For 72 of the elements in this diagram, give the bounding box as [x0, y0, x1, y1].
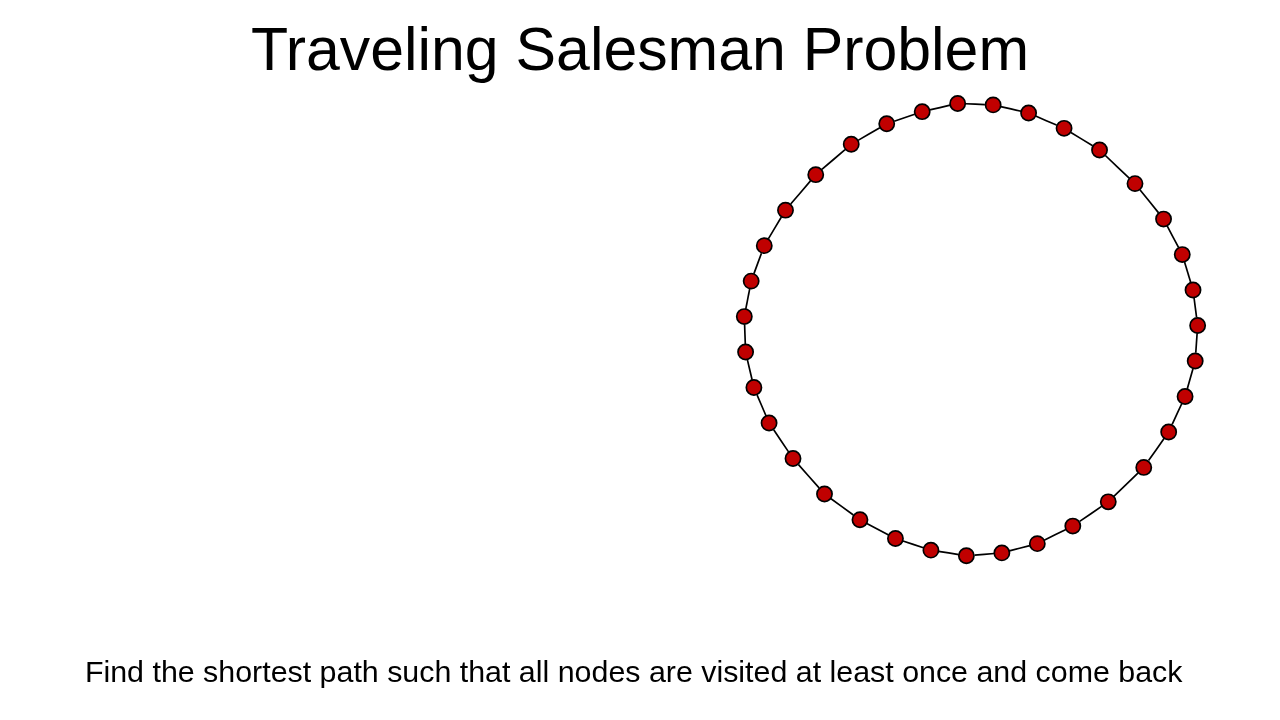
node-circle: [878, 115, 896, 133]
connector: [1043, 528, 1067, 542]
connector: [1171, 402, 1183, 426]
connector: [1070, 131, 1094, 147]
node-circle: [1184, 281, 1202, 299]
connector: [1104, 154, 1131, 180]
node-circle: [957, 547, 975, 565]
connector: [1183, 261, 1192, 284]
node-circle: [1186, 352, 1204, 370]
node-circle: [1055, 119, 1073, 137]
connector: [1008, 544, 1031, 552]
node-circle: [807, 166, 825, 184]
connector: [1193, 296, 1198, 319]
node-circle: [851, 511, 869, 529]
node-circle: [737, 343, 755, 361]
node-circle: [1173, 246, 1191, 263]
node-circle: [1028, 535, 1046, 553]
label: Find the shortest path such that all nodes are visited at least once and come back: [84, 654, 1183, 689]
connector: [928, 104, 951, 111]
node-circle: [1160, 423, 1178, 441]
node-circle: [742, 272, 760, 290]
node-circle: [1155, 210, 1172, 228]
connector: [821, 148, 846, 171]
node-circle: [816, 485, 833, 503]
diagram-title: Traveling Salesman Problem: [250, 15, 1030, 84]
connector: [999, 105, 1022, 113]
connector: [1194, 332, 1198, 354]
connector: [964, 102, 986, 106]
connector: [743, 323, 747, 346]
connector: [756, 394, 767, 417]
node-circle: [755, 237, 773, 255]
node-circle: [745, 379, 763, 396]
connector: [746, 358, 753, 381]
connector: [893, 113, 916, 123]
node-circle: [784, 450, 802, 467]
node-circle: [777, 201, 794, 219]
connector: [744, 287, 751, 310]
connector: [753, 252, 763, 275]
connector: [1112, 472, 1139, 498]
connector: [902, 540, 925, 549]
node-circle: [1064, 517, 1082, 535]
node-circle: [993, 544, 1011, 562]
connector: [1186, 367, 1194, 390]
connector: [797, 463, 820, 489]
connector: [1139, 188, 1160, 214]
connector: [789, 180, 812, 205]
connector: [857, 126, 881, 142]
connector: [1034, 115, 1058, 126]
node-circle: [842, 135, 860, 153]
connector: [973, 552, 995, 556]
node-circle: [984, 96, 1002, 114]
node-circle: [913, 103, 931, 121]
node-circle: [1135, 459, 1153, 476]
node-circle: [922, 541, 940, 559]
connector: [1078, 505, 1103, 523]
node-circle: [735, 308, 753, 326]
connector: [865, 522, 890, 536]
connector: [767, 216, 783, 240]
node-circle: [887, 530, 904, 547]
node-circle: [1126, 175, 1144, 193]
connector: [772, 429, 790, 453]
connector: [937, 550, 960, 556]
connector: [829, 497, 855, 516]
node-circle: [949, 95, 967, 112]
node-circle: [1091, 141, 1108, 159]
node-circle: [1189, 317, 1207, 334]
node-circle: [760, 414, 778, 432]
node-circle: [1176, 388, 1194, 405]
node-circle: [1020, 104, 1038, 122]
connector: [1166, 225, 1180, 249]
node-circle: [1099, 493, 1117, 511]
connector: [1147, 437, 1166, 462]
